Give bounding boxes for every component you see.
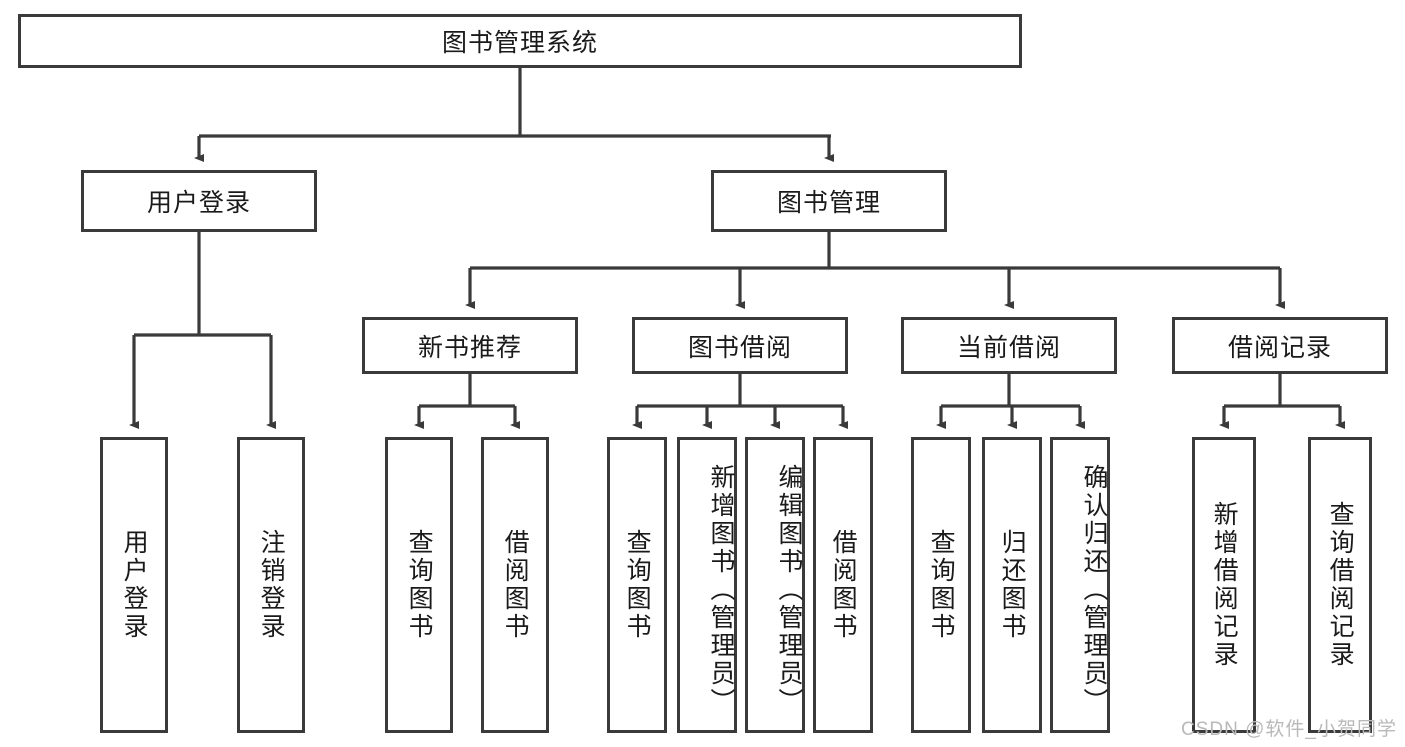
node-label: 编辑图书（管理员） (775, 464, 803, 716)
node-label: 借阅图书 (829, 529, 858, 641)
node-current-borrowing[interactable]: 当前借阅 (901, 317, 1117, 374)
leaf-add-borrowing-record[interactable]: 新增借阅记录 (1192, 437, 1256, 733)
node-label: 注销登录 (257, 529, 286, 641)
node-label: 新增借阅记录 (1210, 501, 1239, 669)
leaf-query-book-new-recommendation[interactable]: 查询图书 (385, 437, 453, 733)
node-label: 当前借阅 (956, 333, 1061, 362)
node-root-book-management-system[interactable]: 图书管理系统 (18, 14, 1022, 68)
node-label: 新书推荐 (417, 333, 522, 362)
node-label: 借阅记录 (1227, 333, 1332, 362)
node-label: 新增图书（管理员） (707, 464, 735, 716)
leaf-confirm-return-admin[interactable]: 确认归还（管理员） (1050, 437, 1110, 733)
node-book-management[interactable]: 图书管理 (711, 170, 947, 232)
node-label: 用户登录 (120, 529, 149, 641)
node-label: 借阅图书 (501, 529, 530, 641)
node-user-login[interactable]: 用户登录 (81, 170, 317, 232)
leaf-user-login[interactable]: 用户登录 (100, 437, 168, 733)
leaf-return-book[interactable]: 归还图书 (982, 437, 1042, 733)
leaf-borrow-book-new-recommendation[interactable]: 借阅图书 (481, 437, 549, 733)
node-borrowing-record[interactable]: 借阅记录 (1172, 317, 1388, 374)
leaf-edit-book-admin[interactable]: 编辑图书（管理员） (745, 437, 805, 733)
node-book-borrowing[interactable]: 图书借阅 (632, 317, 848, 374)
leaf-query-borrowing-record[interactable]: 查询借阅记录 (1308, 437, 1372, 733)
node-label: 确认归还（管理员） (1080, 464, 1108, 716)
leaf-query-book-current[interactable]: 查询图书 (911, 437, 971, 733)
leaf-query-book-borrowing[interactable]: 查询图书 (607, 437, 667, 733)
node-new-book-recommendation[interactable]: 新书推荐 (362, 317, 578, 374)
leaf-logout[interactable]: 注销登录 (237, 437, 305, 733)
node-label: 用户登录 (146, 189, 251, 217)
leaf-add-book-admin[interactable]: 新增图书（管理员） (677, 437, 737, 733)
node-label: 图书管理系统 (441, 29, 598, 57)
node-label: 查询图书 (927, 529, 956, 641)
node-label: 查询图书 (623, 529, 652, 641)
leaf-borrow-book-borrowing[interactable]: 借阅图书 (813, 437, 873, 733)
node-label: 归还图书 (998, 529, 1027, 641)
watermark-text: CSDN @软件_小贺同学 (1181, 719, 1397, 740)
node-label: 图书借阅 (687, 333, 792, 362)
node-label: 查询图书 (405, 529, 434, 641)
node-label: 图书管理 (776, 189, 881, 217)
node-label: 查询借阅记录 (1326, 501, 1355, 669)
